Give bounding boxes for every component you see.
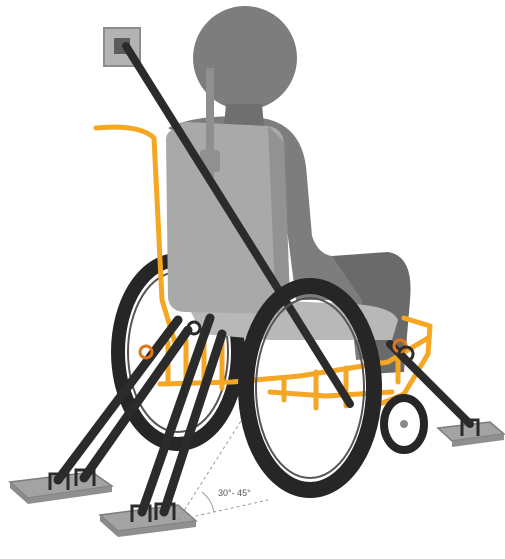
- occupant-neck: [224, 104, 264, 126]
- left-push-handle: [96, 127, 176, 346]
- rear-strap-left-2: [84, 330, 188, 478]
- anchor-plate-rear-center: [100, 505, 196, 537]
- front-caster: [384, 398, 424, 450]
- front-strap-right: [390, 344, 470, 424]
- angle-range-label: 30°- 45°: [218, 488, 251, 498]
